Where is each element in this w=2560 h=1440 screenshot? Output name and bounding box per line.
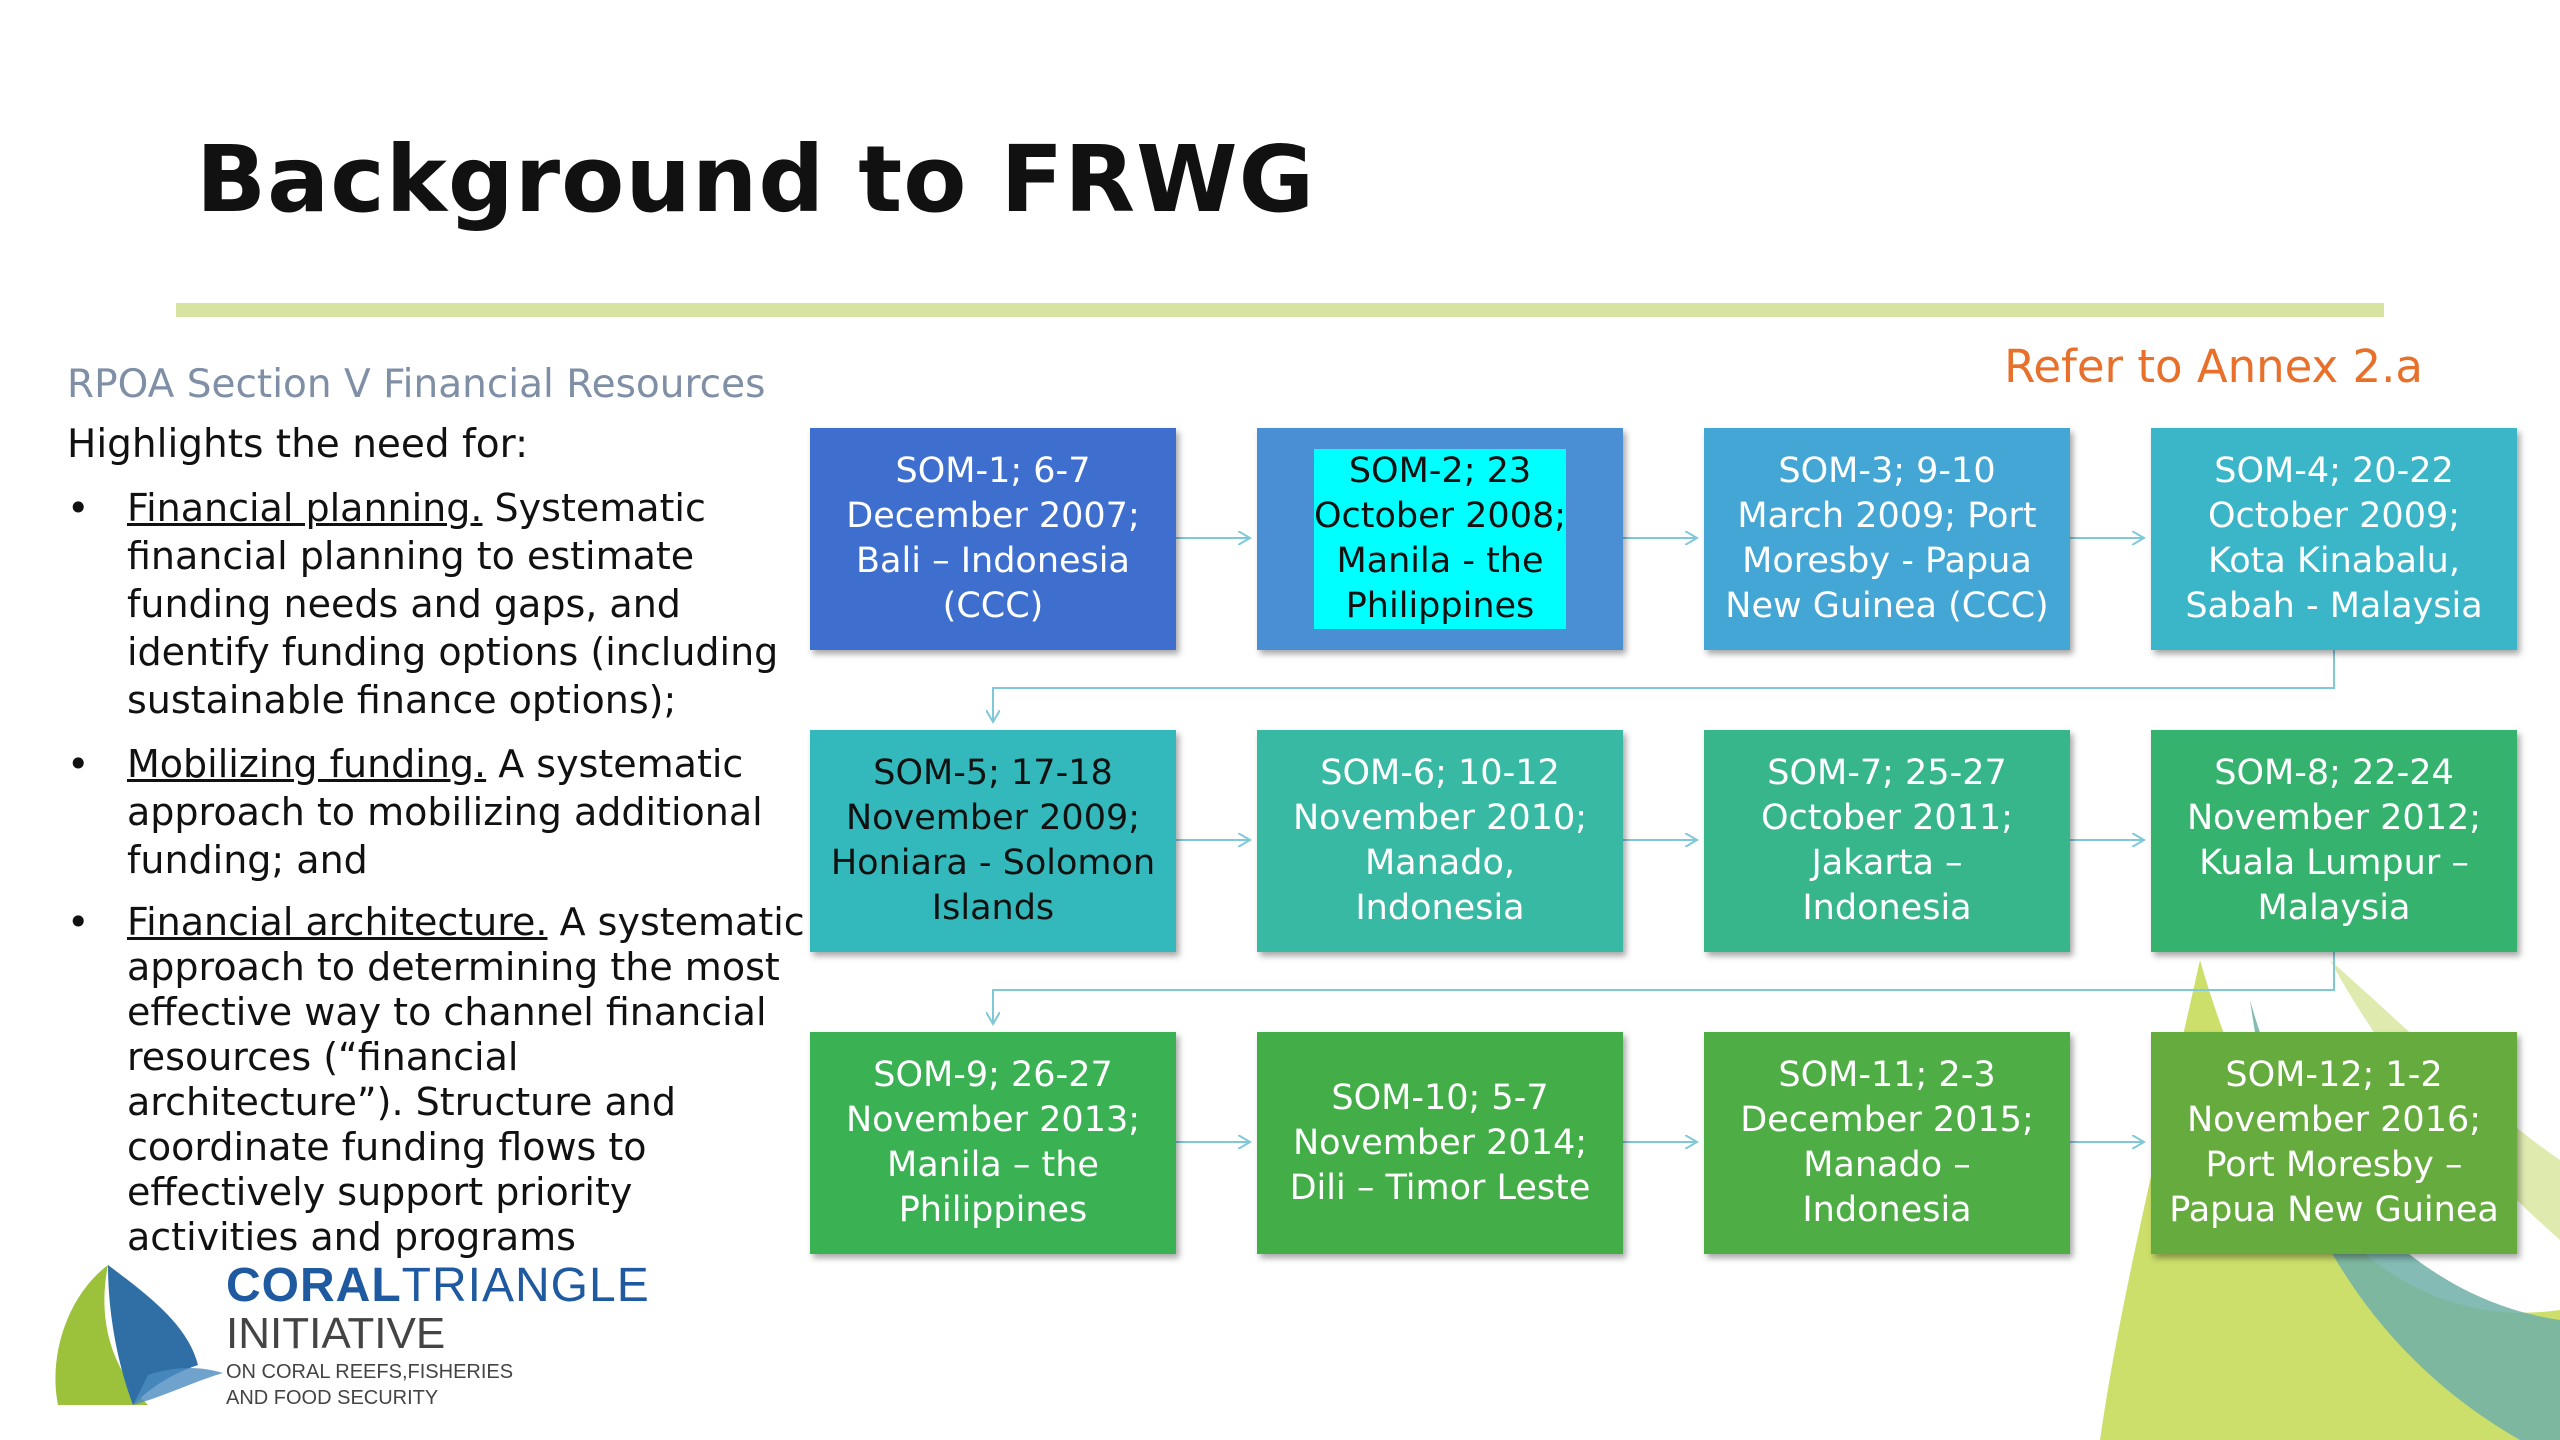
timeline-box-som-8: SOM-8; 22-24 November 2012; Kuala Lumpur… (2151, 730, 2517, 952)
timeline-label: SOM-9; 26-27 November 2013; Manila – the… (845, 1055, 1141, 1230)
timeline-label: SOM-6; 10-12 November 2010; Manado, Indo… (1292, 753, 1588, 928)
bullet-text: A systematic approach to determining the… (127, 900, 805, 1259)
timeline-label: SOM-11; 2-3 December 2015; Manado – Indo… (1740, 1055, 2034, 1230)
intro-text: Highlights the need for: (67, 422, 529, 467)
logo-name: CORALTRIANGLE (226, 1258, 650, 1313)
timeline-label: SOM-2; 23 October 2008; Manila - the Phi… (1313, 449, 1567, 629)
bullet-term: Mobilizing funding. (127, 742, 487, 786)
timeline-box-som-10: SOM-10; 5-7 November 2014; Dili – Timor … (1257, 1032, 1623, 1254)
logo-line4: AND FOOD SECURITY (226, 1387, 439, 1409)
timeline-box-som-1: SOM-1; 6-7 December 2007; Bali – Indones… (810, 428, 1176, 650)
timeline-box-som-11: SOM-11; 2-3 December 2015; Manado – Indo… (1704, 1032, 2070, 1254)
bullet-icon: • (67, 742, 90, 786)
timeline-label: SOM-4; 20-22 October 2009; Kota Kinabalu… (2185, 451, 2483, 626)
bullet-text: Systematic financial planning to estimat… (127, 486, 779, 722)
timeline-label: SOM-12; 1-2 November 2016; Port Moresby … (2169, 1055, 2499, 1230)
needs-bullet-list: • Financial planning. Systematic financia… (67, 484, 807, 1276)
timeline-label: SOM-1; 6-7 December 2007; Bali – Indones… (846, 451, 1140, 626)
timeline-label: SOM-5; 17-18 November 2009; Honiara - So… (830, 753, 1156, 928)
timeline-box-som-12: SOM-12; 1-2 November 2016; Port Moresby … (2151, 1032, 2517, 1254)
bullet-term: Financial planning. (127, 486, 483, 530)
timeline-box-som-4: SOM-4; 20-22 October 2009; Kota Kinabalu… (2151, 428, 2517, 650)
logo-name-bold: CORAL (226, 1259, 402, 1312)
bullet-icon: • (67, 900, 90, 944)
bullet-mobilizing-funding: • Mobilizing funding. A systematic approa… (67, 740, 807, 884)
timeline-box-som-2: SOM-2; 23 October 2008; Manila - the Phi… (1257, 428, 1623, 650)
slide-title: Background to FRWG (196, 126, 1316, 233)
timeline-box-som-9: SOM-9; 26-27 November 2013; Manila – the… (810, 1032, 1176, 1254)
bullet-financial-planning: • Financial planning. Systematic financia… (67, 484, 807, 724)
coral-triangle-logo-icon (55, 1265, 223, 1405)
title-divider (176, 303, 2384, 317)
bullet-term: Financial architecture. (127, 900, 548, 944)
annex-reference: Refer to Annex 2.a (2004, 340, 2423, 393)
bullet-icon: • (67, 486, 90, 530)
timeline-box-som-3: SOM-3; 9-10 March 2009; Port Moresby - P… (1704, 428, 2070, 650)
timeline-label: SOM-7; 25-27 October 2011; Jakarta – Ind… (1760, 753, 2014, 928)
logo-line3: ON CORAL REEFS,FISHERIES (226, 1361, 514, 1383)
logo-line2: INITIATIVE (226, 1309, 446, 1358)
logo-name-light: TRIANGLE (401, 1259, 650, 1312)
bullet-financial-architecture: • Financial architecture. A systematic ap… (67, 900, 807, 1260)
timeline-box-som-5: SOM-5; 17-18 November 2009; Honiara - So… (810, 730, 1176, 952)
logo-wordmark: CORALTRIANGLE INITIATIVE ON CORAL REEFS,… (226, 1258, 650, 1411)
timeline-label: SOM-10; 5-7 November 2014; Dili – Timor … (1289, 1077, 1591, 1208)
timeline-label: SOM-3; 9-10 March 2009; Port Moresby - P… (1725, 451, 2049, 626)
timeline-label: SOM-8; 22-24 November 2012; Kuala Lumpur… (2186, 753, 2482, 928)
bullet-text: A systematic approach to mobilizing addi… (127, 742, 763, 882)
section-heading: RPOA Section V Financial Resources (67, 362, 766, 407)
timeline-box-som-7: SOM-7; 25-27 October 2011; Jakarta – Ind… (1704, 730, 2070, 952)
timeline-box-som-6: SOM-6; 10-12 November 2010; Manado, Indo… (1257, 730, 1623, 952)
